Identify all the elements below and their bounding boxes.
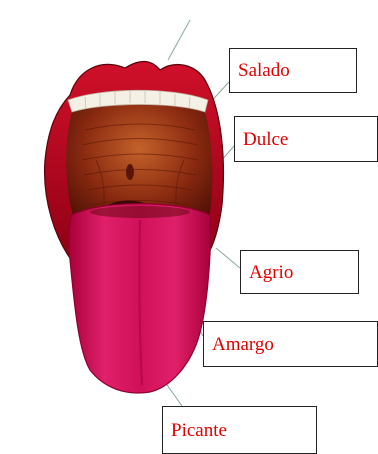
label-salado: Salado — [229, 48, 357, 93]
label-amargo: Amargo — [203, 321, 378, 367]
uvula — [126, 164, 134, 180]
tongue-shadow — [90, 206, 190, 218]
label-dulce: Dulce — [234, 116, 378, 162]
leader-line-top — [168, 20, 190, 60]
label-agrio: Agrio — [240, 250, 359, 294]
label-picante: Picante — [162, 406, 317, 454]
leader-line-agrio — [216, 248, 240, 268]
